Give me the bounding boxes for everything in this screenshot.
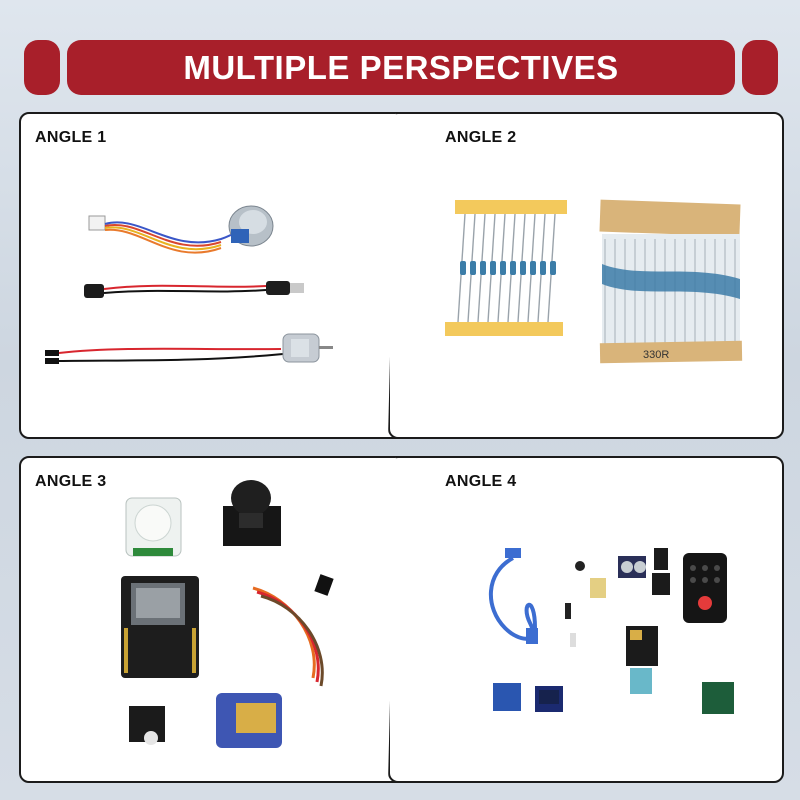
ultrasonic-sensor-icon <box>618 556 646 578</box>
components-cluster-icon <box>565 561 606 647</box>
panel-angle-3: ANGLE 3 <box>19 456 415 783</box>
resistor-pack-icon: 330R <box>599 199 743 364</box>
panel-angle-2: ANGLE 2 <box>388 112 784 439</box>
seven-segment-icon <box>652 548 670 595</box>
panel-label: ANGLE 4 <box>445 473 517 490</box>
page-title: MULTIPLE PERSPECTIVES <box>183 48 619 86</box>
panel-angle-1: ANGLE 1 <box>19 112 415 439</box>
servo-motor-icon <box>216 574 334 748</box>
relay-module-icon <box>493 683 521 711</box>
panel-angle-4: ANGLE 4 <box>388 456 784 783</box>
banner-left-cap <box>24 40 60 95</box>
panel-label: ANGLE 2 <box>445 129 517 146</box>
ir-receiver-module-icon <box>129 706 165 745</box>
angle-2-photo: 330R <box>445 199 743 364</box>
resistor-strip-icon <box>445 200 567 336</box>
resistor-tape-label: 330R <box>643 349 669 361</box>
angle-3-photo <box>121 480 334 748</box>
joystick-module-icon <box>223 480 281 546</box>
page-title-banner: MULTIPLE PERSPECTIVES <box>67 40 735 95</box>
dht-sensor-icon <box>630 668 652 694</box>
esp32-board-icon <box>121 576 199 678</box>
angle-1-photo <box>45 205 333 364</box>
banner-right-cap <box>742 40 778 95</box>
angle-4-photo <box>489 548 734 714</box>
driver-board-icon <box>702 682 734 714</box>
remote-control-icon <box>683 553 727 623</box>
usb-cable-icon <box>489 548 538 644</box>
battery-clip-icon <box>84 281 304 298</box>
panel-label: ANGLE 3 <box>35 473 107 490</box>
stepper-motor-icon <box>88 205 274 254</box>
pir-sensor-icon <box>125 497 182 557</box>
dc-motor-icon <box>45 333 333 364</box>
oled-display-icon <box>535 686 563 712</box>
panel-label: ANGLE 1 <box>35 129 107 146</box>
breadboard-power-icon <box>626 626 658 666</box>
